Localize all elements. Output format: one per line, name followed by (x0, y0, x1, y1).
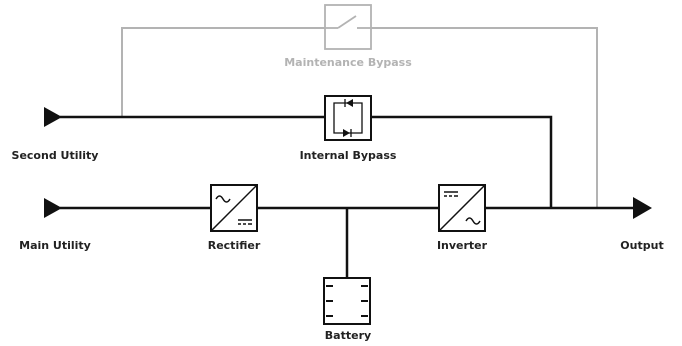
internal-bypass-icon (324, 95, 372, 141)
output-arrow-icon (633, 197, 652, 219)
internal-bypass-label: Internal Bypass (300, 149, 397, 162)
rectifier-icon (210, 184, 258, 232)
inverter-label: Inverter (437, 239, 488, 252)
internal-bypass-output-line (371, 115, 553, 208)
power-lines (60, 115, 635, 278)
second-utility-arrow-icon (44, 107, 62, 127)
second-utility-label: Second Utility (12, 149, 99, 162)
maintenance-bypass-label: Maintenance Bypass (284, 56, 412, 69)
main-utility-label: Main Utility (19, 239, 91, 252)
inverter-icon (438, 184, 486, 232)
output-label: Output (620, 239, 663, 252)
battery-icon (323, 277, 371, 325)
maintenance-switch-icon (324, 4, 372, 50)
rectifier-label: Rectifier (208, 239, 261, 252)
battery-label: Battery (325, 329, 371, 342)
main-utility-arrow-icon (44, 198, 62, 218)
maintenance-bypass-line (121, 27, 598, 208)
